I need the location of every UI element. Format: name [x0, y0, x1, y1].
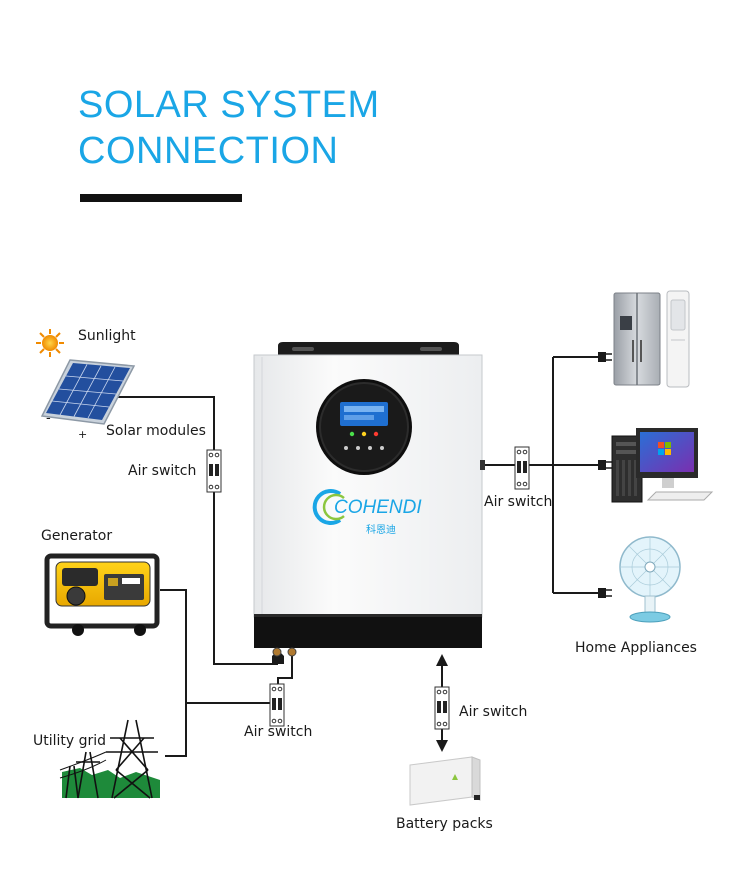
air-conditioner-icon [666, 290, 690, 388]
label-minus: - [46, 411, 51, 426]
title-line-2: CONNECTION [78, 130, 339, 172]
air-switch-icon [269, 683, 285, 727]
air-switch-icon [514, 446, 530, 490]
generator-icon [44, 553, 160, 636]
wire-ac-input [186, 656, 293, 704]
brand-logo: COHENDI 科恩迪 [312, 489, 422, 536]
label-solar-modules: Solar modules [106, 423, 206, 439]
arrow-battery-up [436, 654, 448, 666]
solar-panel-icon [40, 359, 136, 425]
control-button-icon [344, 446, 384, 450]
plug-icon [598, 588, 612, 598]
label-generator: Generator [41, 528, 113, 544]
inverter-unit: COHENDI 科恩迪 [253, 342, 485, 657]
status-led-icon [349, 431, 379, 437]
windows-logo-icon [658, 442, 671, 455]
label-air-switch-ac: Air switch [244, 724, 313, 740]
sun-icon [36, 329, 64, 357]
fan-icon [619, 536, 681, 623]
wire-generator [160, 589, 187, 757]
label-air-switch-solar: Air switch [128, 463, 197, 479]
title-underline [80, 194, 242, 202]
wire-solar [118, 396, 278, 665]
arrow-battery-down [436, 740, 448, 752]
label-air-switch-output: Air switch [484, 494, 553, 510]
computer-icon [611, 428, 714, 503]
label-plus: + [78, 428, 88, 441]
refrigerator-icon [613, 292, 661, 386]
brand-name: COHENDI [334, 497, 422, 518]
plug-icon [598, 460, 612, 470]
air-switch-icon [434, 686, 450, 730]
label-battery-packs: Battery packs [396, 816, 493, 832]
plug-icon [598, 352, 612, 362]
label-utility-grid: Utility grid [33, 733, 107, 749]
title-line-1: SOLAR SYSTEM [78, 84, 380, 126]
label-home-appliances: Home Appliances [575, 640, 697, 656]
utility-grid-icon [59, 719, 160, 799]
brand-name-cn: 科恩迪 [366, 523, 396, 536]
battery-pack-icon [409, 756, 481, 806]
air-switch-icon [206, 449, 222, 493]
label-air-switch-battery: Air switch [459, 704, 528, 720]
terminal-icon [272, 647, 297, 657]
label-sunlight: Sunlight [78, 328, 136, 344]
